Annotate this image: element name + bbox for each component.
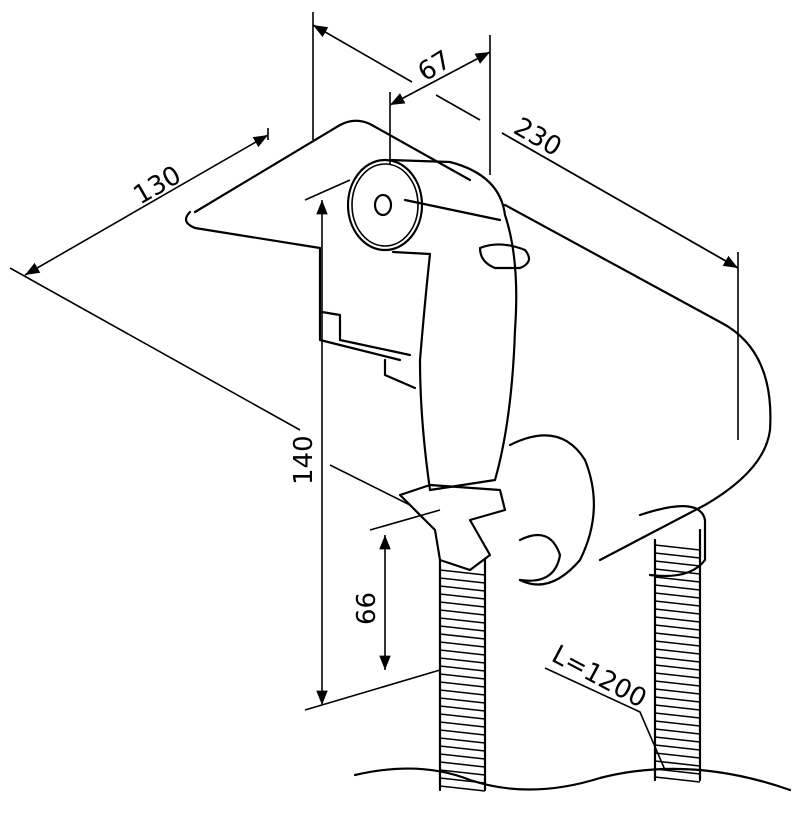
hose-coil-ridge	[439, 585, 486, 592]
hose-coil-ridge	[654, 576, 701, 583]
hose-coil-ridge	[439, 657, 486, 664]
hose-coil-ridge	[439, 649, 486, 656]
hose-coil-ridge	[654, 696, 701, 703]
hose-coil-ridge	[439, 569, 486, 576]
dimension-67-label: 67	[413, 45, 457, 88]
hose-coil-ridge	[439, 633, 486, 640]
hose-coil-ridge	[654, 680, 701, 687]
hose-coil-ridge	[439, 697, 486, 704]
hose-coil-ridge	[654, 704, 701, 711]
hose-coil-ridge	[654, 544, 701, 551]
hose-coil-ridge	[654, 592, 701, 599]
hose-coil-ridge	[439, 713, 486, 720]
dimension-230-label: 230	[509, 112, 567, 163]
dimension-66-label: 66	[352, 592, 382, 625]
shower-head	[346, 158, 531, 492]
hose-coil-ridge	[654, 720, 701, 727]
hose-coil-ridge	[654, 640, 701, 647]
hose-coil-ridge	[654, 744, 701, 751]
hose-coil-ridge	[654, 648, 701, 655]
hose-coil-ridge	[439, 681, 486, 688]
hose-coil-ridge	[439, 705, 486, 712]
wall-plate	[184, 119, 772, 562]
hose-coil-ridge	[439, 673, 486, 680]
hose-coil-ridge	[654, 568, 701, 575]
hose-coil-ridge	[654, 552, 701, 559]
hose-coil-ridge	[654, 752, 701, 759]
hose-coil-ridge	[654, 624, 701, 631]
hose-coil-ridge	[439, 577, 486, 584]
dimension-130-label: 130	[129, 160, 187, 211]
hose-coil-ridge	[439, 753, 486, 760]
dimension-lines	[9, 12, 739, 771]
hose-coil-ridge	[439, 609, 486, 616]
hose-coil-ridge	[654, 712, 701, 719]
hose-coil-ridge	[654, 560, 701, 567]
hose-coil-ridge	[439, 665, 486, 672]
hose-coil-ridge	[654, 584, 701, 591]
hose-coil-ridge	[654, 664, 701, 671]
hose-coil-ridge	[654, 728, 701, 735]
hose-coil-ridge	[439, 721, 486, 728]
hose-coil-ridge	[654, 608, 701, 615]
hose-coil-ridge	[654, 600, 701, 607]
hose-coil-ridge	[439, 785, 486, 792]
hose-coil-ridge	[654, 616, 701, 623]
hose-coil-ridge	[439, 737, 486, 744]
hose-coil-ridge	[654, 632, 701, 639]
hose-coil-ridge	[654, 672, 701, 679]
hose-coil-ridge	[654, 760, 701, 767]
hose-coil-ridge	[654, 736, 701, 743]
hose-coil-ridge	[654, 656, 701, 663]
hose-coil-ridge	[439, 593, 486, 600]
hose-coil-ridge	[654, 688, 701, 695]
hose-coil-ridge	[439, 761, 486, 768]
hose-coil-ridge	[439, 625, 486, 632]
holder	[398, 434, 707, 586]
hose-coil-ridge	[439, 689, 486, 696]
hose-coil-ridge	[439, 641, 486, 648]
hose-length-label: L=1200	[547, 640, 652, 715]
hose-coil-ridge	[439, 769, 486, 776]
hose-coil-ridge	[439, 729, 486, 736]
hose-coil-ridge	[439, 745, 486, 752]
floor-wave	[353, 767, 792, 792]
hose-coil-ridge	[654, 776, 701, 783]
hose-coil-ridge	[439, 617, 486, 624]
dimension-140-label: 140	[289, 435, 319, 485]
hose-coil-ridge	[439, 601, 486, 608]
hoses	[438, 528, 702, 792]
